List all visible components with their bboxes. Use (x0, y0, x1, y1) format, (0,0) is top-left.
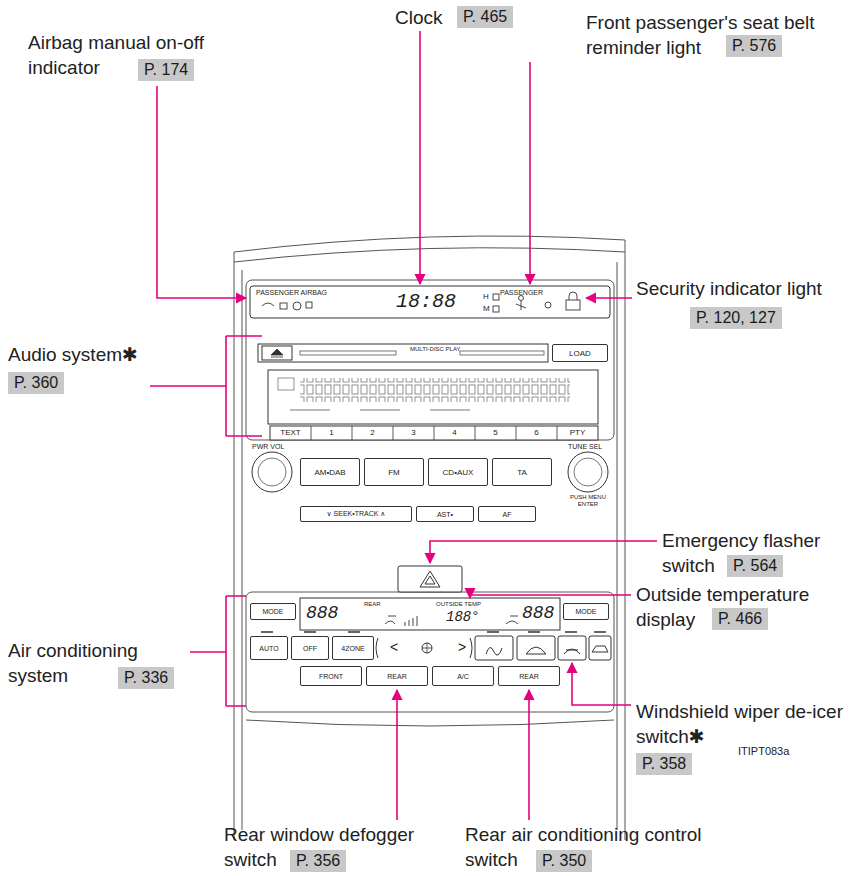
page-number: P. 350 (542, 852, 586, 870)
panel-marking: < (390, 639, 398, 655)
button-text: OFF (303, 645, 317, 652)
page-number: P. 358 (642, 755, 686, 773)
panel-button: REAR (366, 666, 428, 686)
button-text: A/C (457, 673, 469, 680)
page-number: P. 360 (14, 374, 58, 392)
page-reference: P. 350 (536, 850, 592, 872)
panel-marking: 888 (306, 602, 338, 624)
button-text: TA (517, 468, 527, 477)
button-text: 4ZONE (341, 645, 364, 652)
panel-button: FM (364, 458, 424, 486)
button-text: REAR (387, 673, 406, 680)
panel-marking: 188° (446, 609, 480, 625)
callout-label: Security indicator light (636, 276, 831, 301)
panel-marking: OUTSIDE TEMP (436, 601, 481, 608)
panel-marking: PUSH MENU ENTER (566, 494, 610, 508)
button-text: FRONT (319, 673, 343, 680)
panel-marking: > (458, 639, 466, 655)
page-number: P. 465 (463, 8, 507, 26)
page-reference: P. 120, 127 (690, 307, 782, 329)
panel-marking: PWR VOL (252, 443, 284, 451)
panel-marking: H (483, 292, 489, 301)
panel-marking: 5 (475, 428, 516, 438)
button-text: AUTO (259, 645, 278, 652)
panel-button: MODE (250, 603, 296, 620)
panel-button: MODE (563, 603, 609, 620)
page-reference: P. 576 (726, 35, 782, 57)
callout-label: Front passenger's seat belt reminder lig… (586, 10, 852, 60)
panel-button: CD•AUX (428, 458, 488, 486)
page-number: P. 564 (733, 557, 777, 575)
figure-code: ITIPT083a (738, 745, 789, 758)
panel-button: LOAD (552, 344, 608, 362)
panel-marking: PASSENGER (500, 289, 543, 297)
page-reference: P. 465 (457, 6, 513, 28)
callout-label: Airbag manual on-off indicator (28, 30, 233, 80)
panel-button: 4ZONE (332, 636, 374, 660)
panel-button: AUTO (250, 636, 288, 660)
panel-marking: PTY (557, 428, 598, 438)
page-number: P. 466 (718, 610, 762, 628)
panel-marking: 888 (522, 602, 554, 624)
page-reference: P. 336 (118, 667, 174, 689)
panel-button: ∨ SEEK•TRACK ∧ (300, 506, 412, 522)
button-text: ∨ SEEK•TRACK ∧ (327, 510, 386, 518)
panel-marking: MULTI-DISC PLAY (410, 346, 460, 353)
callout-label: Rear air conditioning control switch (465, 822, 750, 872)
button-text: LOAD (569, 349, 591, 358)
callout-label: Audio system✱ (8, 342, 138, 367)
button-text: MODE (576, 608, 597, 615)
panel-marking: TEXT (270, 428, 311, 438)
callout-label: Windshield wiper de-icer switch✱ (636, 699, 851, 749)
button-text: AST• (437, 511, 453, 518)
button-text: AM•DAB (314, 468, 345, 477)
panel-button: AF (478, 506, 536, 522)
button-text: FM (388, 468, 400, 477)
panel-marking: 2 (352, 428, 393, 438)
panel-button: FRONT (300, 666, 362, 686)
panel-marking: M (483, 304, 490, 313)
callout-label: Clock (395, 5, 443, 30)
page-reference: P. 360 (8, 372, 64, 394)
page-number: P. 336 (124, 669, 168, 687)
panel-button: TA (492, 458, 552, 486)
page-reference: P. 466 (712, 608, 768, 630)
button-text: MODE (263, 608, 284, 615)
panel-marking: 18:88 (396, 290, 456, 314)
panel-marking: 1 (311, 428, 352, 438)
panel-marking: PASSENGER AIRBAG (256, 289, 327, 297)
panel-button: AST• (416, 506, 474, 522)
panel-button: REAR (498, 666, 560, 686)
button-text: REAR (519, 673, 538, 680)
panel-button: AM•DAB (300, 458, 360, 486)
page-reference: P. 564 (727, 555, 783, 577)
panel-marking: 6 (516, 428, 557, 438)
button-text: CD•AUX (443, 468, 474, 477)
button-text: AF (503, 511, 512, 518)
panel-button: OFF (291, 636, 329, 660)
page-number: P. 356 (296, 852, 340, 870)
page-number: P. 576 (732, 37, 776, 55)
panel-marking: 3 (393, 428, 434, 438)
page-reference: P. 356 (290, 850, 346, 872)
panel-marking: REAR (364, 601, 381, 608)
page-reference: P. 358 (636, 753, 692, 775)
page-reference: P. 174 (138, 59, 194, 81)
page-number: P. 120, 127 (696, 309, 776, 327)
panel-marking: TUNE SEL (568, 443, 602, 451)
panel-button: A/C (432, 666, 494, 686)
page-number: P. 174 (144, 61, 188, 79)
panel-marking: 4 (434, 428, 475, 438)
